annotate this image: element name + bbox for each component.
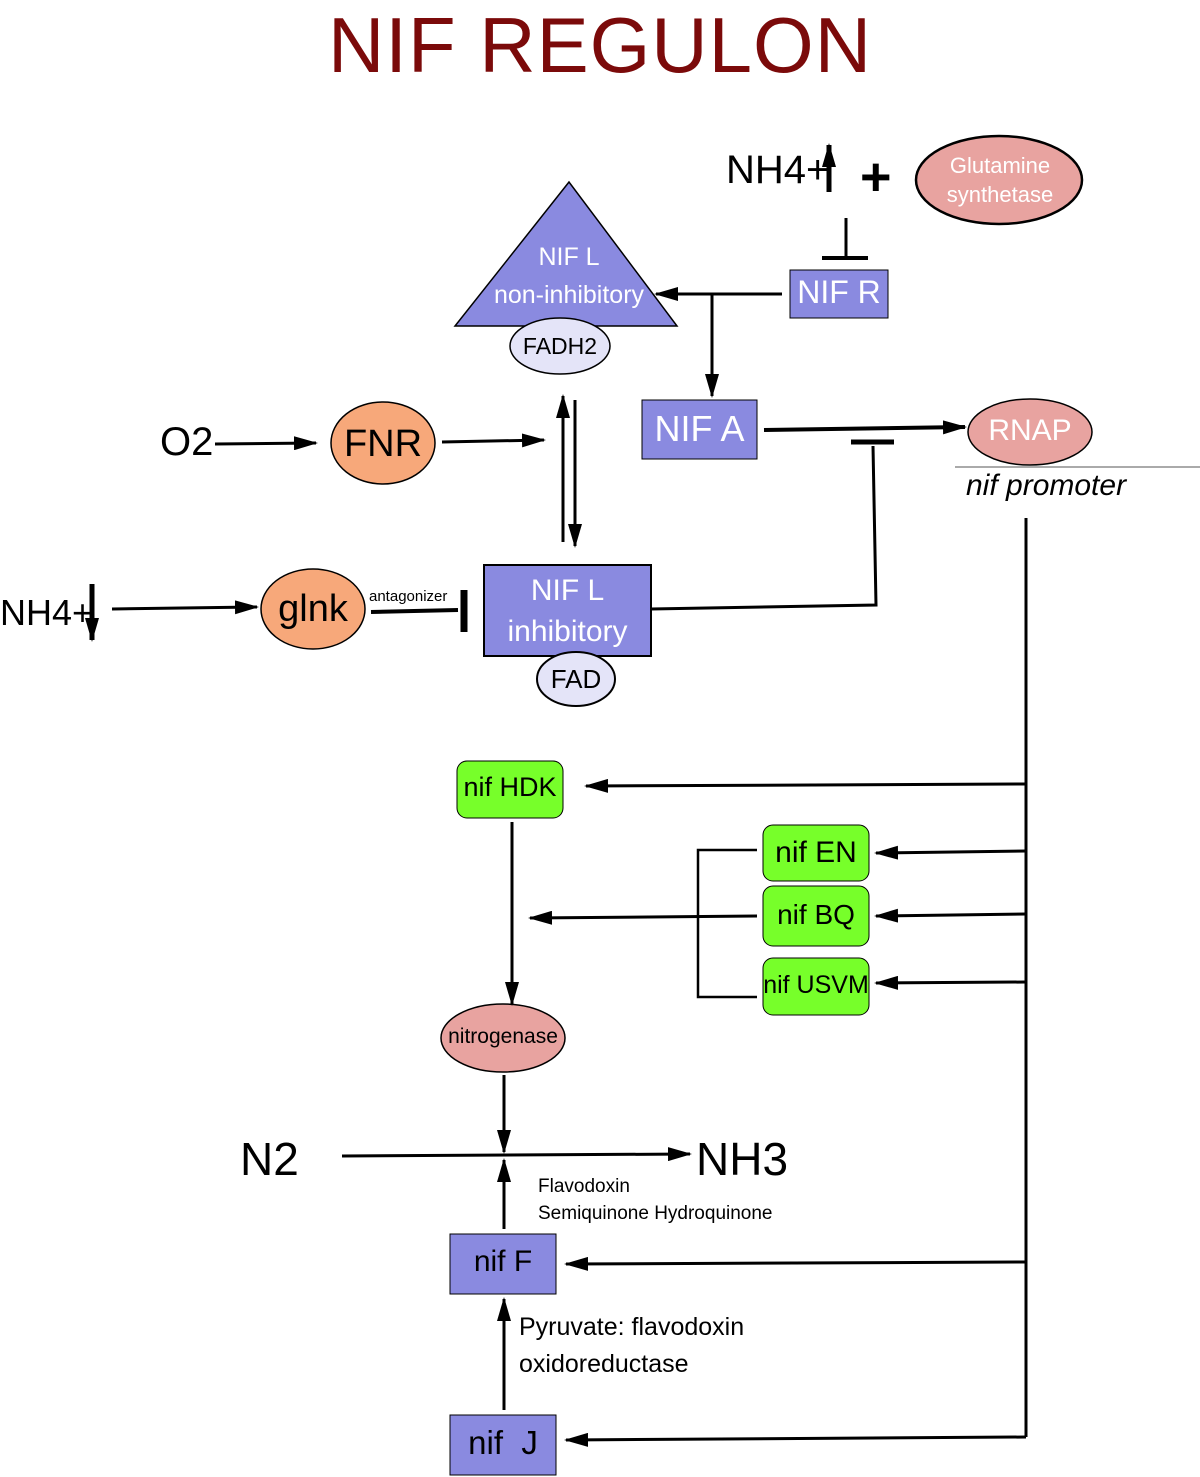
promoter-to-nifbq-arrow <box>874 908 1027 923</box>
nifusvm-label: nif USVM <box>763 971 869 999</box>
promoter-to-nifen-arrow <box>874 845 1027 860</box>
nifa-label: NIF A <box>654 408 745 449</box>
plus-sign: + <box>860 147 892 207</box>
o2-to-fnr-arrow <box>214 436 318 451</box>
nh3-label: NH3 <box>696 1133 789 1185</box>
bracket-to-left-arrow <box>528 910 758 925</box>
nifl-inhibitory-box <box>483 564 652 657</box>
niff-label: nif F <box>473 1245 533 1278</box>
fad-ellipse <box>536 651 616 707</box>
nifl-inhibitory-label-2: inhibitory <box>507 615 628 648</box>
flavodoxin-label-1: Flavodoxin <box>538 1176 630 1197</box>
fadh2-ellipse <box>509 317 611 375</box>
glnk-label: glnk <box>278 588 348 630</box>
en-bq-usvm-bracket <box>696 848 757 999</box>
nifj-label: nif J <box>468 1424 538 1461</box>
promoter-to-nifj-arrow <box>564 1432 1027 1447</box>
flavodoxin-label-2: Semiquinone Hydroquinone <box>538 1203 773 1224</box>
nifa-box <box>641 399 758 460</box>
fnr-label: FNR <box>343 423 423 465</box>
nif-promoter-label: nif promoter <box>966 469 1127 502</box>
fad-label: FAD <box>550 664 602 694</box>
niff-box <box>449 1233 557 1295</box>
promoter-to-nifhdk-arrow <box>584 778 1027 793</box>
rnap-ellipse <box>967 398 1093 466</box>
nitrogenase-ellipse <box>440 1003 566 1073</box>
nifhdk-label: nif HDK <box>463 772 557 802</box>
glnk-ellipse <box>260 568 366 650</box>
n2-label: N2 <box>240 1133 299 1185</box>
nifj-box <box>449 1414 557 1476</box>
pyruvate-label-2: oxidoreductase <box>519 1350 689 1378</box>
nh4-down-label: NH4+ <box>0 592 94 633</box>
promoter-to-nifusvm-arrow <box>874 975 1027 990</box>
nifusvm-box <box>762 957 870 1016</box>
glnk-antagonizer-line <box>370 608 459 614</box>
nifl-inhibits-nifa-line <box>650 445 878 611</box>
nifen-box <box>762 824 870 882</box>
nifr-box <box>789 269 889 319</box>
nifhdk-box <box>456 760 564 819</box>
nh4-up-label: NH4+ <box>726 148 830 192</box>
nitrogenase-label: nitrogenase <box>448 1025 558 1048</box>
fnr-to-nifl-arrow <box>441 433 546 448</box>
nifr-label: NIF R <box>797 274 881 310</box>
rnap-label: RNAP <box>988 414 1072 447</box>
pyruvate-label-1: Pyruvate: flavodoxin <box>519 1313 745 1341</box>
page-title: NIF REGULON <box>327 1 873 89</box>
nifbq-label: nif BQ <box>777 899 855 930</box>
n2-to-nh3-arrow <box>341 1147 692 1162</box>
promoter-to-niff-arrow <box>564 1256 1027 1271</box>
o2-label: O2 <box>160 420 214 464</box>
glutamine-synthetase-ellipse <box>914 134 1084 226</box>
glutamine-synthetase-label: Glutamine synthetase <box>946 153 1054 207</box>
antagonizer-label: antagonizer <box>369 588 448 605</box>
nifa-to-rnap-arrow <box>763 420 967 435</box>
nifl-inhibitory-label-1: NIF L <box>530 574 605 607</box>
fadh2-label: FADH2 <box>522 333 598 359</box>
nifbq-box <box>762 885 870 947</box>
nifen-label: nif EN <box>775 836 857 869</box>
fnr-ellipse <box>330 401 436 485</box>
nifl-noninhibitory-label-1: NIF L <box>538 243 600 271</box>
nifl-noninhibitory-label-2: non-inhibitory <box>493 281 645 309</box>
nh4-to-glnk-arrow <box>111 600 259 615</box>
